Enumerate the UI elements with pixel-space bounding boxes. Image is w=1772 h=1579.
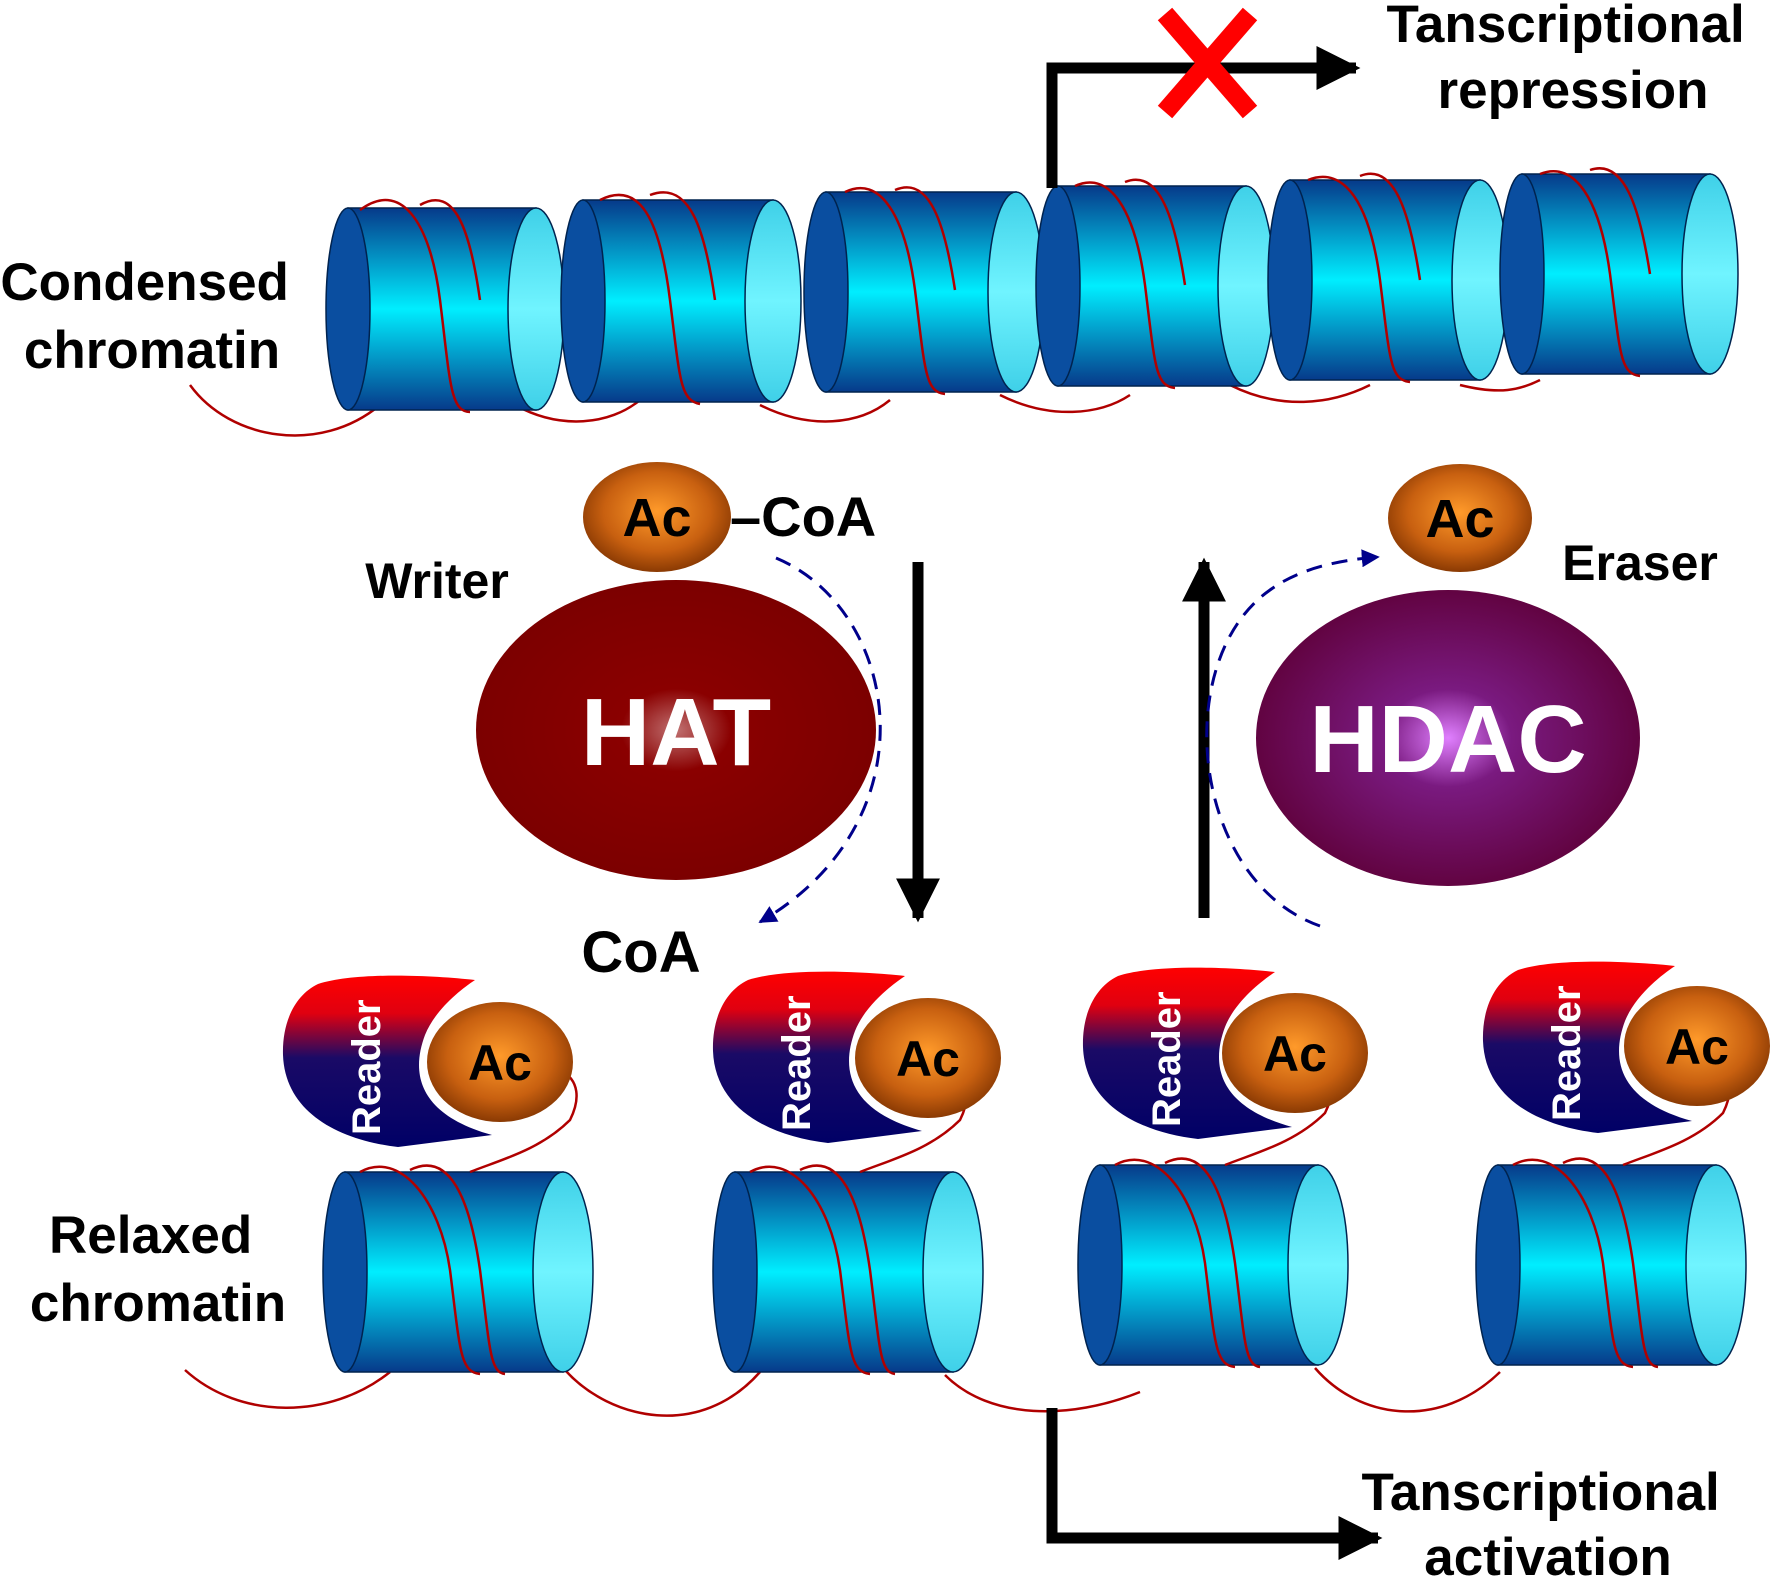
nucleosome bbox=[1499, 167, 1739, 378]
hdac-label: HDAC bbox=[1309, 686, 1586, 793]
coa-release-dashed-arrow bbox=[758, 556, 882, 924]
reader-protein bbox=[282, 975, 492, 1147]
relaxed-chromatin-label: Relaxed chromatin bbox=[30, 1206, 286, 1333]
acetyl-label: Ac bbox=[896, 1031, 960, 1087]
acetyl-label: Ac bbox=[1425, 489, 1494, 549]
nucleosome bbox=[560, 191, 802, 406]
ac-removal-dashed-arrow bbox=[1205, 549, 1380, 928]
acetyl-group bbox=[1222, 993, 1368, 1113]
hat-enzyme bbox=[476, 580, 876, 880]
nucleosome bbox=[712, 1068, 984, 1376]
reader-protein bbox=[1082, 967, 1292, 1139]
nucleosome bbox=[1267, 172, 1509, 384]
acetyl-group bbox=[1624, 986, 1770, 1106]
acetyl-label: Ac bbox=[622, 488, 691, 548]
acetyl-group bbox=[583, 462, 731, 572]
repression-arrow bbox=[1046, 46, 1361, 188]
acetyl-label: Ac bbox=[468, 1035, 532, 1091]
nucleosome bbox=[322, 1068, 594, 1376]
reader-complex: Reader Ac bbox=[1082, 967, 1368, 1139]
relaxed-chromatin-fiber bbox=[184, 1061, 1747, 1417]
reader-protein bbox=[712, 971, 922, 1143]
dna-strand bbox=[184, 1367, 1501, 1417]
nucleosome bbox=[325, 198, 565, 414]
condensed-chromatin-fiber bbox=[188, 167, 1739, 437]
activation-arrow bbox=[1046, 1408, 1383, 1560]
acetyl-group bbox=[427, 1002, 573, 1122]
transcriptional-activation-label: Tanscriptional activation bbox=[1361, 1463, 1734, 1579]
dna-strand bbox=[188, 378, 1541, 437]
transcriptional-repression-label: Tanscriptional repression bbox=[1386, 0, 1759, 120]
acetyl-group bbox=[855, 998, 1001, 1118]
eraser-label: Eraser bbox=[1562, 535, 1718, 591]
hat-label: HAT bbox=[581, 679, 771, 786]
nucleosome bbox=[1077, 1061, 1349, 1369]
acetyl-group bbox=[1388, 464, 1532, 572]
condensed-chromatin-label: Condensed chromatin bbox=[0, 253, 303, 380]
acetyl-label: Ac bbox=[1665, 1019, 1729, 1075]
reader-label: Reader bbox=[1545, 985, 1589, 1121]
block-x-icon bbox=[1157, 7, 1258, 119]
reader-label: Reader bbox=[775, 995, 819, 1131]
writer-label: Writer bbox=[365, 553, 509, 609]
coa-product-label: CoA bbox=[581, 920, 700, 985]
nucleosome bbox=[803, 186, 1045, 396]
acetyl-label: Ac bbox=[1263, 1026, 1327, 1082]
reader-complex: Reader Ac bbox=[712, 971, 1001, 1143]
reader-label: Reader bbox=[345, 999, 389, 1135]
reader-label: Reader bbox=[1145, 991, 1189, 1127]
nucleosome bbox=[1035, 178, 1275, 390]
reader-complex: Reader Ac bbox=[282, 975, 573, 1147]
nucleosome bbox=[1475, 1061, 1747, 1369]
hdac-enzyme bbox=[1256, 590, 1640, 886]
reader-protein bbox=[1482, 961, 1692, 1133]
reader-complex: Reader Ac bbox=[1482, 961, 1770, 1133]
coa-label: –CoA bbox=[730, 485, 876, 548]
